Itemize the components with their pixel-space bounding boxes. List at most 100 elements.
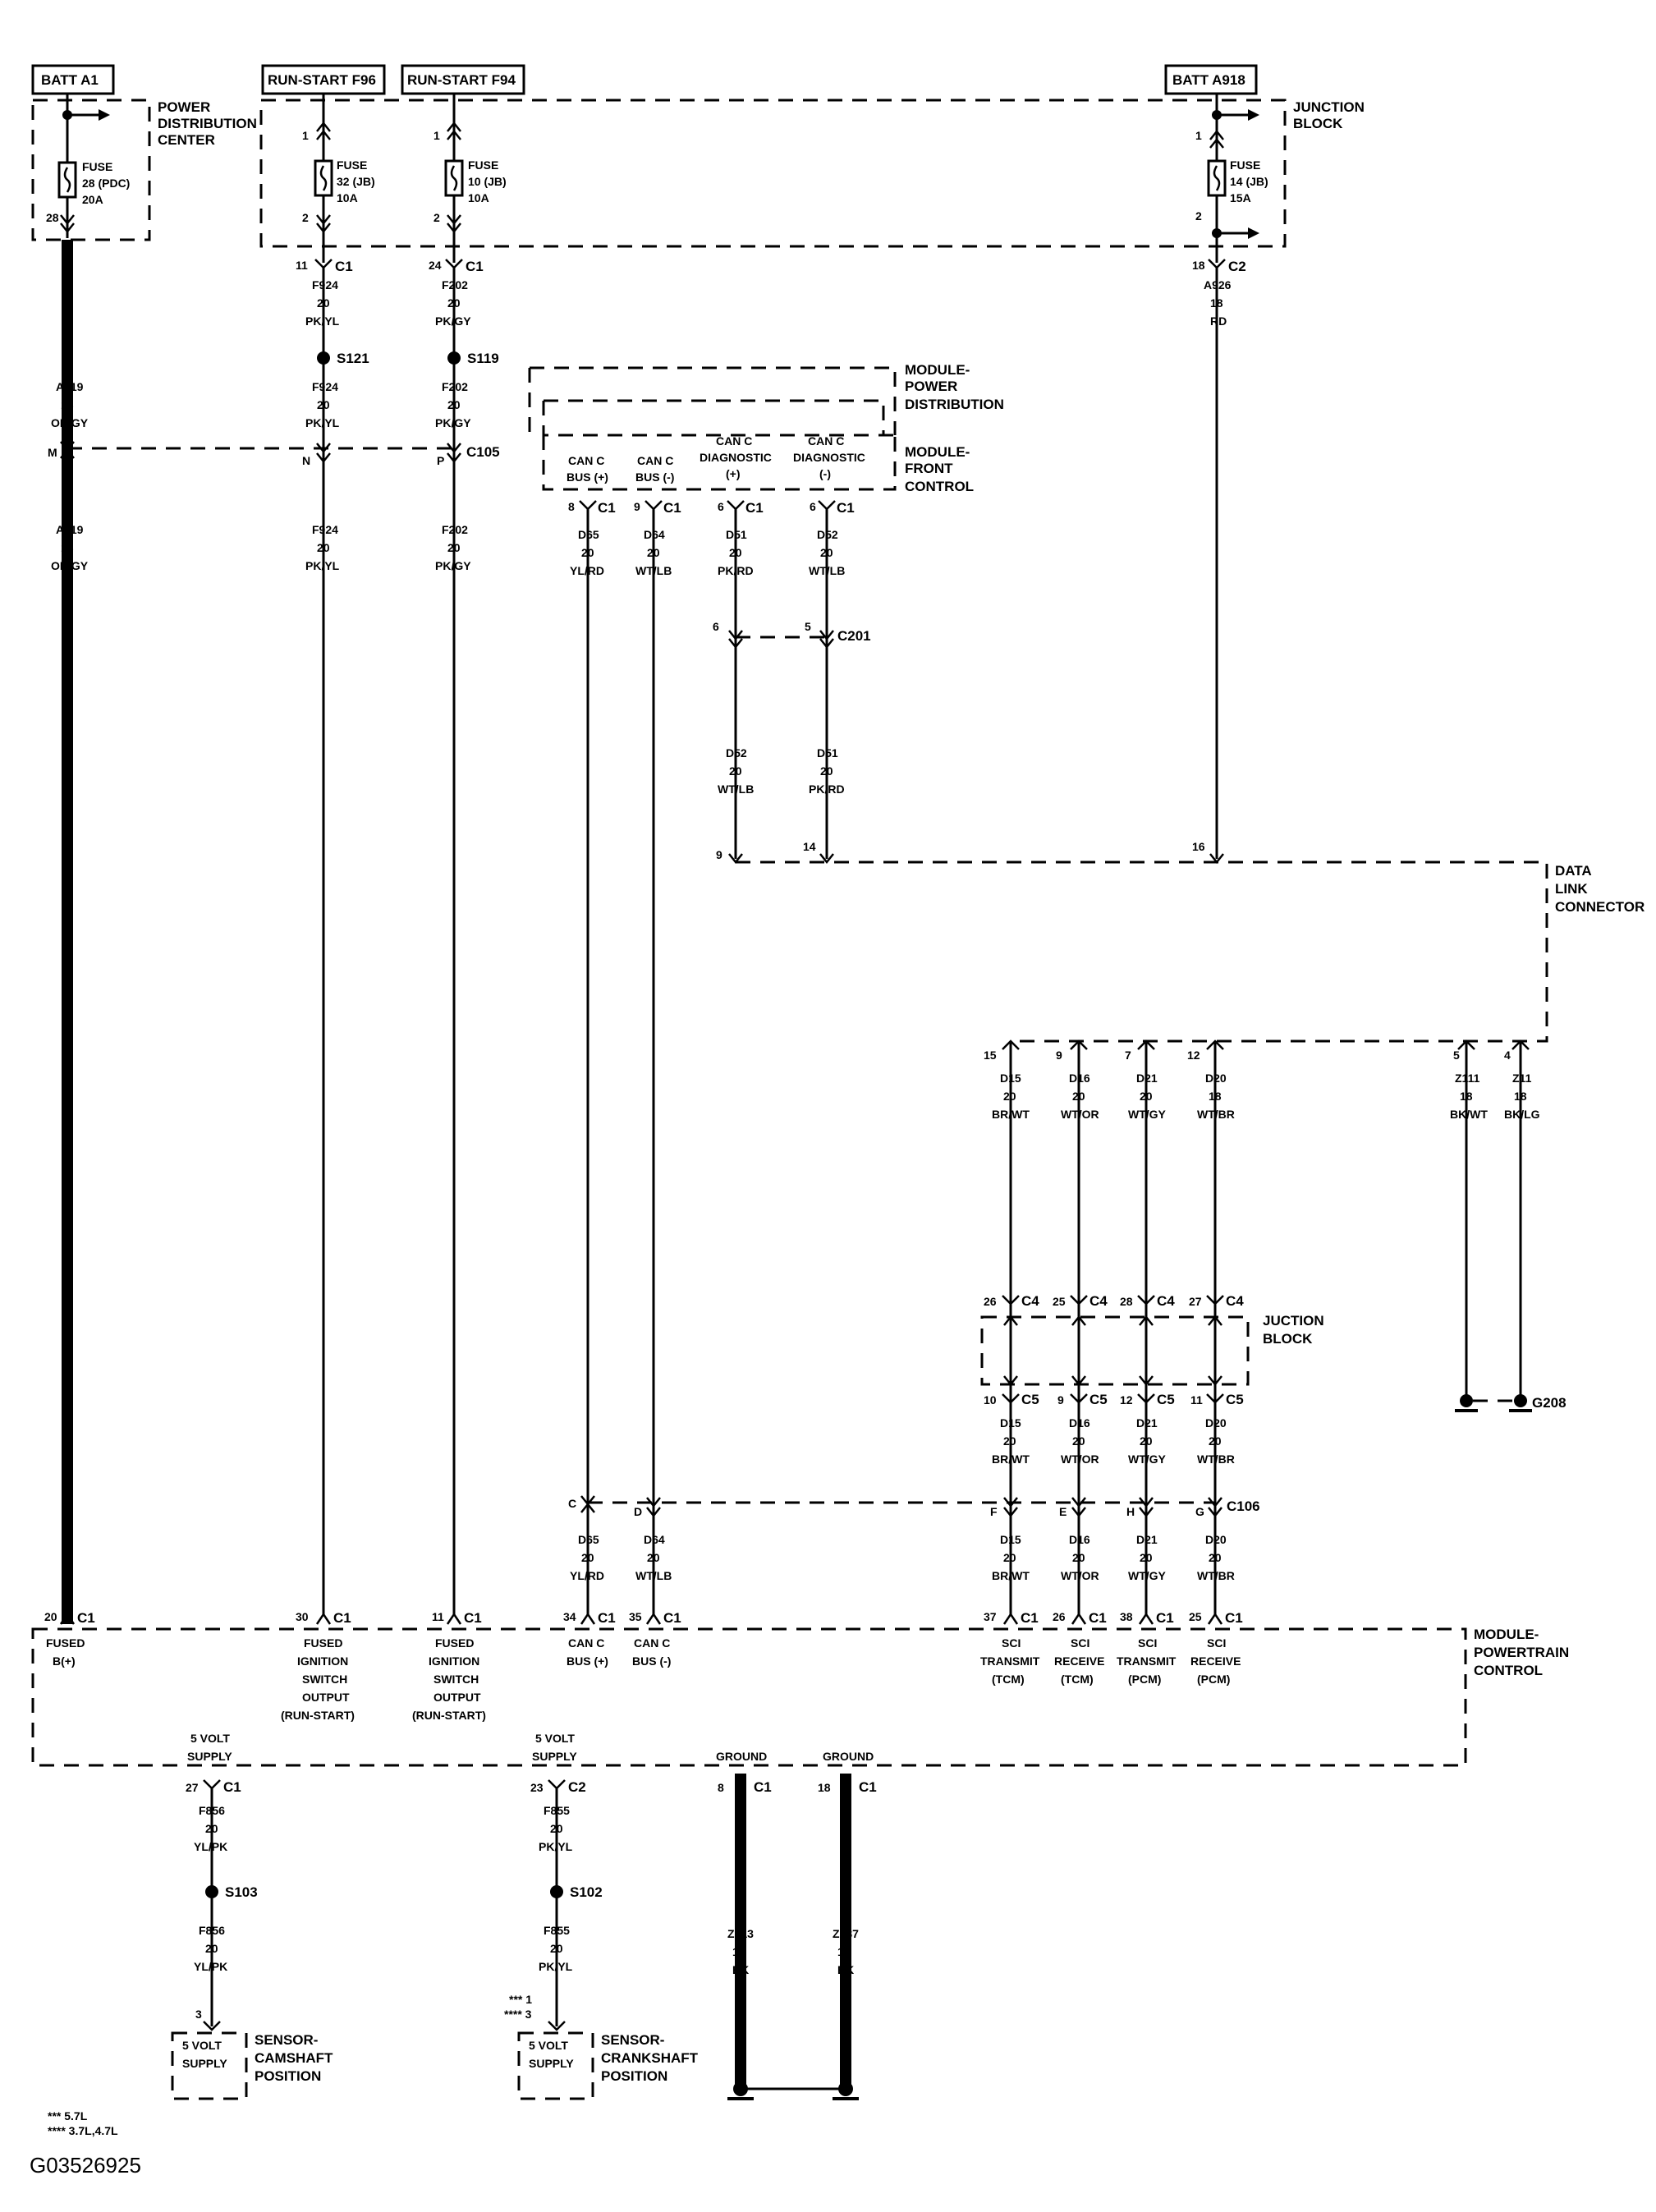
svg-text:C1: C1 [77, 1610, 95, 1626]
svg-text:1: 1 [433, 129, 440, 142]
svg-text:Z111: Z111 [1455, 1072, 1480, 1085]
svg-text:*** 1: *** 1 [509, 1993, 532, 2006]
svg-text:20: 20 [1003, 1090, 1016, 1103]
svg-text:10: 10 [984, 1393, 997, 1407]
svg-text:28 (PDC): 28 (PDC) [82, 177, 130, 190]
svg-text:1: 1 [302, 129, 309, 142]
svg-text:BUS (-): BUS (-) [632, 1654, 671, 1668]
pcm-top-connectors: 20 C1 30 C1 11 C1 34 C1 35 C1 37 C1 26 C… [44, 1610, 1243, 1626]
svg-text:C1: C1 [1156, 1610, 1174, 1626]
wire-label-d21-c: D21 20 WT/GY [1128, 1533, 1167, 1582]
svg-text:20: 20 [1209, 1434, 1222, 1448]
svg-text:F202: F202 [442, 523, 468, 536]
svg-text:5 VOLT: 5 VOLT [535, 1732, 575, 1745]
svg-text:34: 34 [563, 1610, 576, 1623]
svg-text:SENSOR-: SENSOR- [255, 2032, 318, 2048]
svg-text:C201: C201 [837, 628, 871, 644]
svg-text:P: P [437, 454, 444, 467]
dlc-lower-pins: 15 9 7 12 5 4 [984, 1039, 1530, 1062]
svg-text:BK: BK [837, 1963, 854, 1976]
svg-text:2: 2 [1195, 209, 1202, 223]
wire-label-d20-c: D20 20 WT/BR [1197, 1533, 1235, 1582]
svg-text:D51: D51 [726, 528, 747, 541]
svg-text:23: 23 [530, 1781, 544, 1794]
wire-label-a919-b: A919 18 OR/GY [51, 523, 89, 572]
svg-text:WT/OR: WT/OR [1061, 1452, 1099, 1466]
svg-text:24: 24 [429, 259, 442, 272]
svg-text:POSITION: POSITION [601, 2068, 667, 2084]
svg-text:20: 20 [647, 1551, 660, 1564]
wire-label-d21-b: D21 20 WT/GY [1128, 1416, 1167, 1466]
svg-text:JUCTION: JUCTION [1263, 1313, 1324, 1329]
wire-label-f924-c: F924 20 PK/YL [305, 523, 340, 572]
wire-label-d51-b: D51 20 PK/RD [809, 746, 845, 796]
svg-text:C5: C5 [1089, 1392, 1108, 1407]
figure-id: G03526925 [30, 2153, 141, 2178]
svg-text:20: 20 [44, 1610, 57, 1623]
svg-text:F202: F202 [442, 380, 468, 393]
svg-text:C4: C4 [1226, 1293, 1244, 1309]
svg-text:SWITCH: SWITCH [433, 1673, 479, 1686]
svg-text:BLOCK: BLOCK [1263, 1331, 1313, 1347]
svg-text:20: 20 [820, 546, 833, 559]
svg-text:FRONT: FRONT [905, 461, 953, 476]
junction-block-lower: JUCTION BLOCK 26 C4 25 C4 28 C4 27 C4 10… [980, 1293, 1324, 1407]
svg-text:PK/RD: PK/RD [809, 782, 845, 796]
connector-c105: M N P C105 [48, 441, 500, 467]
svg-text:OR/GY: OR/GY [51, 416, 89, 429]
svg-text:BK/WT: BK/WT [1450, 1108, 1488, 1121]
svg-text:D20: D20 [1205, 1533, 1227, 1546]
svg-text:**** 3.7L,4.7L: **** 3.7L,4.7L [48, 2124, 118, 2137]
junction-block-top: JUNCTION BLOCK [259, 99, 1365, 248]
svg-text:20: 20 [1140, 1434, 1153, 1448]
svg-text:20: 20 [1072, 1551, 1085, 1564]
svg-text:GROUND: GROUND [716, 1750, 767, 1763]
wire-label-d16-a: D16 20 WT/OR [1061, 1072, 1099, 1121]
svg-text:WT/LB: WT/LB [635, 1569, 672, 1582]
svg-text:20: 20 [205, 1822, 218, 1835]
svg-text:IGNITION: IGNITION [429, 1654, 479, 1668]
source-run-start-f96: RUN-START F96 [261, 64, 386, 95]
svg-text:TRANSMIT: TRANSMIT [980, 1654, 1040, 1668]
svg-text:N: N [302, 454, 310, 467]
svg-text:18: 18 [1514, 1090, 1527, 1103]
mfc-pin-can-bus-minus: CAN C BUS (-) [635, 454, 674, 484]
svg-text:20: 20 [317, 296, 330, 310]
wire-label-z813: Z813 16 BK [727, 1927, 754, 1976]
svg-text:C1: C1 [335, 259, 353, 274]
svg-text:9: 9 [1057, 1393, 1064, 1407]
sensor-crankshaft-position: *** 1 **** 3 5 VOLT SUPPLY SENSOR- CRANK… [504, 1993, 699, 2100]
svg-text:18: 18 [61, 398, 74, 411]
svg-text:20: 20 [729, 546, 742, 559]
svg-text:WT/LB: WT/LB [809, 564, 845, 577]
engine-notes: *** 5.7L **** 3.7L,4.7L [48, 2109, 118, 2137]
wire-label-z837: Z837 16 BK [833, 1927, 859, 1976]
svg-text:D64: D64 [644, 528, 665, 541]
wire-label-d20-b: D20 20 WT/BR [1197, 1416, 1235, 1466]
svg-text:20: 20 [550, 1822, 563, 1835]
wire-label-d65-a: D65 20 YL/RD [570, 528, 604, 577]
svg-text:RUN-START F96: RUN-START F96 [268, 72, 376, 88]
svg-text:10A: 10A [337, 191, 358, 204]
svg-text:C5: C5 [1021, 1392, 1039, 1407]
svg-text:5: 5 [805, 620, 811, 633]
svg-text:CONNECTOR: CONNECTOR [1555, 899, 1645, 915]
svg-text:6: 6 [713, 620, 719, 633]
wire-label-d21-a: D21 20 WT/GY [1128, 1072, 1167, 1121]
wire-label-d65-b: D65 20 YL/RD [570, 1533, 604, 1582]
connector-c201: 6 5 C201 [713, 620, 871, 649]
svg-text:20: 20 [317, 541, 330, 554]
svg-text:D21: D21 [1136, 1533, 1158, 1546]
svg-text:C1: C1 [663, 500, 681, 516]
svg-text:C1: C1 [1021, 1610, 1039, 1626]
svg-text:C5: C5 [1157, 1392, 1175, 1407]
svg-text:BR/WT: BR/WT [992, 1108, 1030, 1121]
pcm-pin-sci-tx-pcm: SCI TRANSMIT (PCM) [1117, 1636, 1177, 1686]
svg-text:C1: C1 [837, 500, 855, 516]
svg-text:MODULE-: MODULE- [1474, 1627, 1539, 1642]
wire-label-f924-b: F924 20 PK/YL [305, 380, 340, 429]
wire-label-d64-b: D64 20 WT/LB [635, 1533, 672, 1582]
svg-text:35: 35 [629, 1610, 642, 1623]
svg-text:C106: C106 [1227, 1498, 1260, 1514]
svg-text:C: C [568, 1497, 576, 1510]
